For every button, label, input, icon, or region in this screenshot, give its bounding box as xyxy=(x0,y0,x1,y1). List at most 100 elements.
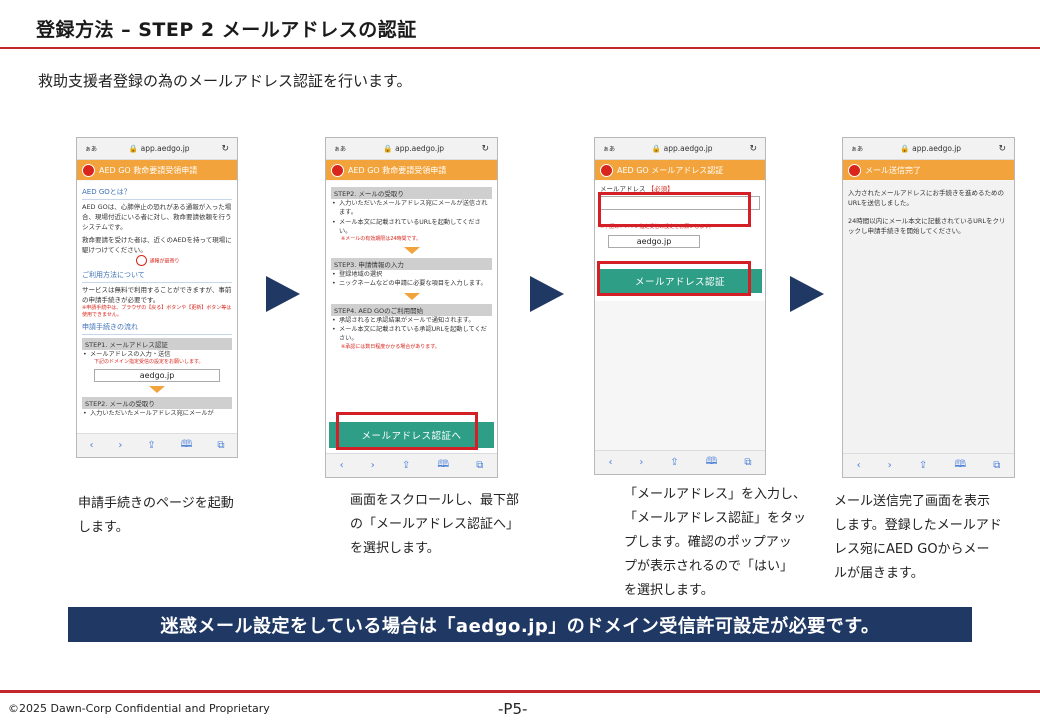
section-heading: ご利用方法について xyxy=(82,270,145,279)
page-number: -P5- xyxy=(498,700,528,718)
bookmarks-icon[interactable]: 🕮 xyxy=(180,439,193,450)
aed-logo-icon xyxy=(82,163,95,177)
app-header-title: AED GO メールアドレス認証 xyxy=(617,165,724,175)
paragraph: サービスは無料で利用することができますが、事前の申請手続きが必要です。 xyxy=(82,285,232,304)
step-heading: STEP2. メールの受取り xyxy=(82,396,232,409)
list-item: メール本文に記載されているURLを起動してください。 xyxy=(331,218,492,237)
app-header-title: メール送信完了 xyxy=(865,165,921,175)
tabs-icon[interactable]: ⧉ xyxy=(744,457,752,468)
reload-icon[interactable]: ↻ xyxy=(221,143,229,154)
back-icon[interactable]: ‹ xyxy=(339,460,344,471)
down-arrow-icon xyxy=(403,247,420,255)
step-caption-1: 申請手続きのページを起動 します。 xyxy=(78,496,234,535)
forward-icon[interactable]: › xyxy=(887,460,892,471)
text-size-button[interactable]: ぁあ xyxy=(851,146,864,153)
down-arrow-icon xyxy=(403,292,420,300)
share-icon[interactable]: ⇪ xyxy=(918,460,928,471)
domain-display: aedgo.jp xyxy=(608,235,700,249)
aed-logo-icon xyxy=(600,163,613,177)
footer-divider xyxy=(0,690,1040,693)
reload-icon[interactable]: ↻ xyxy=(481,143,489,154)
section-heading: 申請手続きの流れ xyxy=(82,322,138,331)
required-badge: 【必須】 xyxy=(647,185,674,193)
text-size-button[interactable]: ぁあ xyxy=(603,146,616,153)
back-icon[interactable]: ‹ xyxy=(608,457,613,468)
domain-display: aedgo.jp xyxy=(94,368,220,382)
list-item: メール本文に記載されている承認URLを起動してください。 xyxy=(331,325,492,344)
page-content: 入力されたメールアドレスにお手続きを進めるためのURLを送信しました。 24時間… xyxy=(843,181,1014,453)
url-text[interactable]: 🔒 app.aedgo.jp xyxy=(651,144,713,153)
reload-icon[interactable]: ↻ xyxy=(749,143,757,154)
browser-url-bar: ぁあ 🔒 app.aedgo.jp ↻ xyxy=(843,138,1014,160)
share-icon[interactable]: ⇪ xyxy=(401,460,411,471)
url-text[interactable]: 🔒 app.aedgo.jp xyxy=(128,144,190,153)
bookmarks-icon[interactable]: 🕮 xyxy=(954,459,967,470)
seal-row: 通報が最寄り xyxy=(82,255,232,267)
list-item: 登録地域の選択 xyxy=(331,270,492,280)
url-text[interactable]: 🔒 app.aedgo.jp xyxy=(900,144,962,153)
divider xyxy=(82,199,232,200)
app-header-title: AED GO 救命要請受領申請 xyxy=(348,165,447,175)
paragraph: 入力されたメールアドレスにお手続きを進めるためのURLを送信しました。 xyxy=(848,189,1004,208)
tabs-icon[interactable]: ⧉ xyxy=(476,460,484,471)
aed-logo-icon xyxy=(331,163,344,177)
title-divider xyxy=(0,47,1040,49)
seal-text: 通報が最寄り xyxy=(149,258,180,265)
down-arrow-icon xyxy=(149,385,165,393)
page-content: AED GOとは？ AED GOは、心肺停止の恐れがある通報が入った場合、現場付… xyxy=(77,181,237,433)
section-heading: AED GOとは？ xyxy=(82,188,131,196)
email-auth-next-button[interactable]: メールアドレス認証へ xyxy=(329,422,494,448)
url-text[interactable]: 🔒 app.aedgo.jp xyxy=(383,144,445,153)
tabs-icon[interactable]: ⧉ xyxy=(217,440,225,451)
text-size-button[interactable]: ぁあ xyxy=(334,146,347,153)
forward-icon[interactable]: › xyxy=(118,440,123,451)
spam-setting-banner: 迷惑メール設定をしている場合は「aedgo.jp」のドメイン受信許可設定が必要で… xyxy=(68,607,972,642)
tabs-icon[interactable]: ⧉ xyxy=(993,460,1001,471)
phone-screenshot-2: ぁあ 🔒 app.aedgo.jp ↻ AED GO 救命要請受領申請 STEP… xyxy=(325,137,498,478)
list-item: メールアドレスの入力・送信 xyxy=(82,350,232,360)
divider xyxy=(82,281,232,283)
list-item: 入力いただいたメールアドレス宛にメールが xyxy=(82,409,232,419)
copyright-text: ©2025 Dawn-Corp Confidential and Proprie… xyxy=(8,702,270,715)
paragraph: 救命要請を受けた者は、近くのAEDを持って現場に駆けつけてください。 xyxy=(82,236,232,255)
highlight-box xyxy=(336,412,478,450)
reload-icon[interactable]: ↻ xyxy=(998,143,1006,154)
browser-url-bar: ぁあ 🔒 app.aedgo.jp ↻ xyxy=(77,138,237,160)
app-header-title: AED GO 救命要請受領申請 xyxy=(99,165,198,175)
app-header: AED GO メールアドレス認証 xyxy=(595,160,765,180)
share-icon[interactable]: ⇪ xyxy=(147,440,156,451)
step-heading: STEP3. 申請情報の入力 xyxy=(331,258,492,271)
aed-logo-icon xyxy=(848,163,861,177)
back-icon[interactable]: ‹ xyxy=(856,460,861,471)
back-icon[interactable]: ‹ xyxy=(89,440,94,451)
flow-arrow-icon xyxy=(790,276,824,312)
app-header: AED GO 救命要請受領申請 xyxy=(77,160,237,180)
email-label: メールアドレス xyxy=(600,185,646,193)
paragraph: AED GOは、心肺停止の恐れがある通報が入った場合、現場付近にいる者に対し、救… xyxy=(82,203,232,232)
share-icon[interactable]: ⇪ xyxy=(670,457,679,468)
page-content: STEP2. メールの受取り 入力いただいたメールアドレス宛にメールが送信されま… xyxy=(326,181,497,453)
email-auth-submit-button[interactable]: メールアドレス認証 xyxy=(598,269,762,293)
seal-icon xyxy=(136,255,148,267)
warning-note: ※承認には数日程度かかる場合があります。 xyxy=(341,343,440,350)
bookmarks-icon[interactable]: 🕮 xyxy=(705,456,718,467)
step-caption-3: 「メールアドレス」を入力し、 「メールアドレス認証」をタッ プします。確認のポッ… xyxy=(624,487,807,598)
step-caption-2: 画面をスクロールし、最下部 の「メールアドレス認証へ」 を選択します。 xyxy=(350,493,520,556)
bookmarks-icon[interactable]: 🕮 xyxy=(437,459,450,470)
text-size-button[interactable]: ぁあ xyxy=(85,146,98,153)
forward-icon[interactable]: › xyxy=(370,460,375,471)
warning-note: ※申請手続中は、ブラウザの【戻る】ボタンや【更新】ボタン等は使用できません。 xyxy=(82,304,232,318)
phone-screenshot-4: ぁあ 🔒 app.aedgo.jp ↻ メール送信完了 入力されたメールアドレス… xyxy=(842,137,1015,478)
domain-note: 下記のドメイン指定受信の設定をお願いします。 xyxy=(94,358,204,365)
forward-icon[interactable]: › xyxy=(639,457,644,468)
browser-toolbar: ‹ › ⇪ 🕮 ⧉ xyxy=(77,433,237,457)
divider xyxy=(82,333,232,335)
highlight-box xyxy=(597,261,751,296)
slide-subtitle: 救助支援者登録の為のメールアドレス認証を行います。 xyxy=(38,72,412,90)
browser-toolbar: ‹ › ⇪ 🕮 ⧉ xyxy=(326,453,497,477)
browser-toolbar: ‹ › ⇪ 🕮 ⧉ xyxy=(843,453,1014,477)
step-heading: STEP1. メールアドレス認証 xyxy=(82,337,232,350)
list-item: 承認されると承認結果がメールで通知されます。 xyxy=(331,316,492,326)
browser-url-bar: ぁあ 🔒 app.aedgo.jp ↻ xyxy=(326,138,497,160)
step-heading: STEP2. メールの受取り xyxy=(331,187,492,199)
